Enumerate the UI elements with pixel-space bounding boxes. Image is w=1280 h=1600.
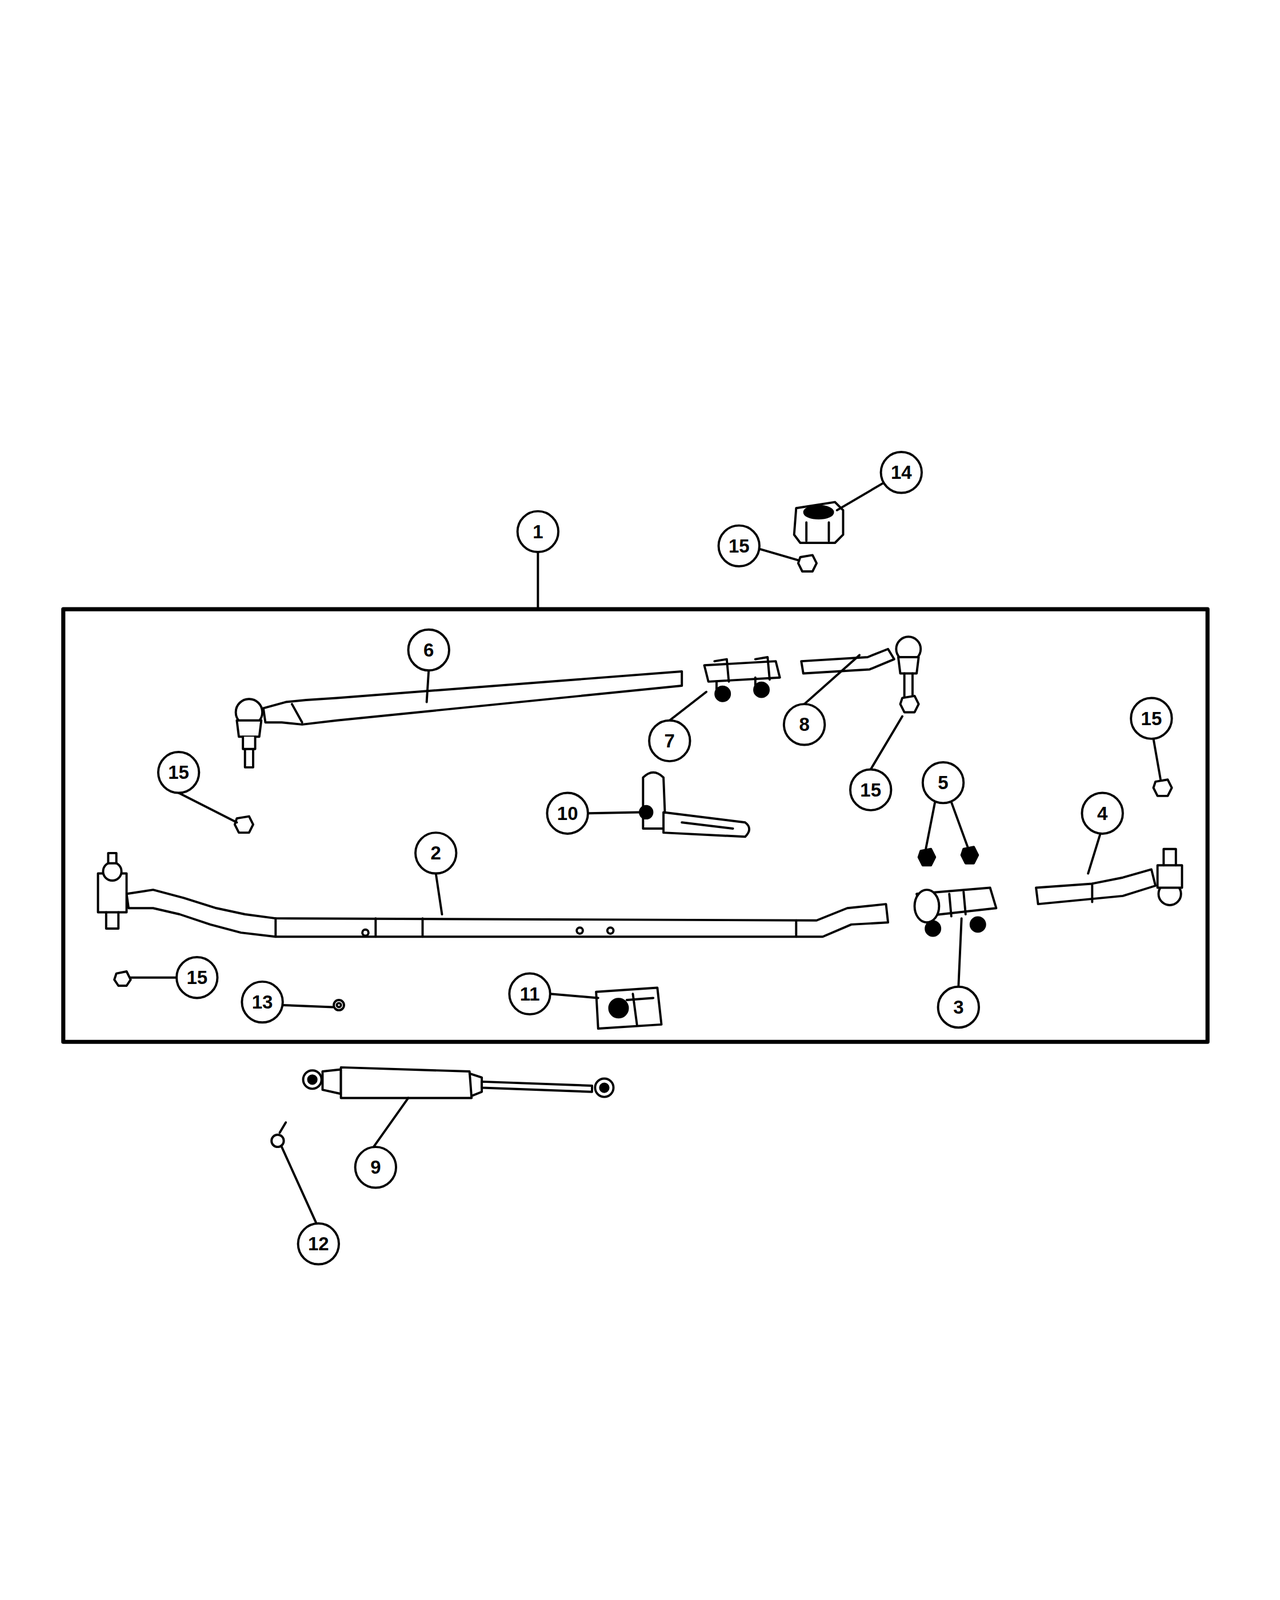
callout-number: 1 [509, 517, 567, 546]
callout-number: 7 [641, 726, 699, 755]
callout-number: 15 [710, 531, 768, 560]
callout-number: 5 [914, 768, 972, 798]
callout-number: 14 [872, 458, 930, 487]
callout-number: 6 [400, 636, 458, 665]
callout-number: 15 [150, 758, 208, 787]
callout-number: 2 [407, 838, 465, 868]
callout-number: 11 [501, 979, 559, 1008]
callout-number: 15 [168, 963, 226, 992]
callout-number: 9 [346, 1153, 404, 1182]
callout-number: 13 [233, 988, 291, 1017]
callout-number: 8 [776, 710, 834, 739]
callout-number: 12 [289, 1229, 347, 1259]
callout-number: 15 [1122, 704, 1180, 733]
callout-number: 10 [538, 798, 596, 828]
callout-number: 4 [1073, 798, 1131, 828]
callout-number: 3 [929, 993, 987, 1022]
callout-number: 15 [842, 775, 900, 804]
